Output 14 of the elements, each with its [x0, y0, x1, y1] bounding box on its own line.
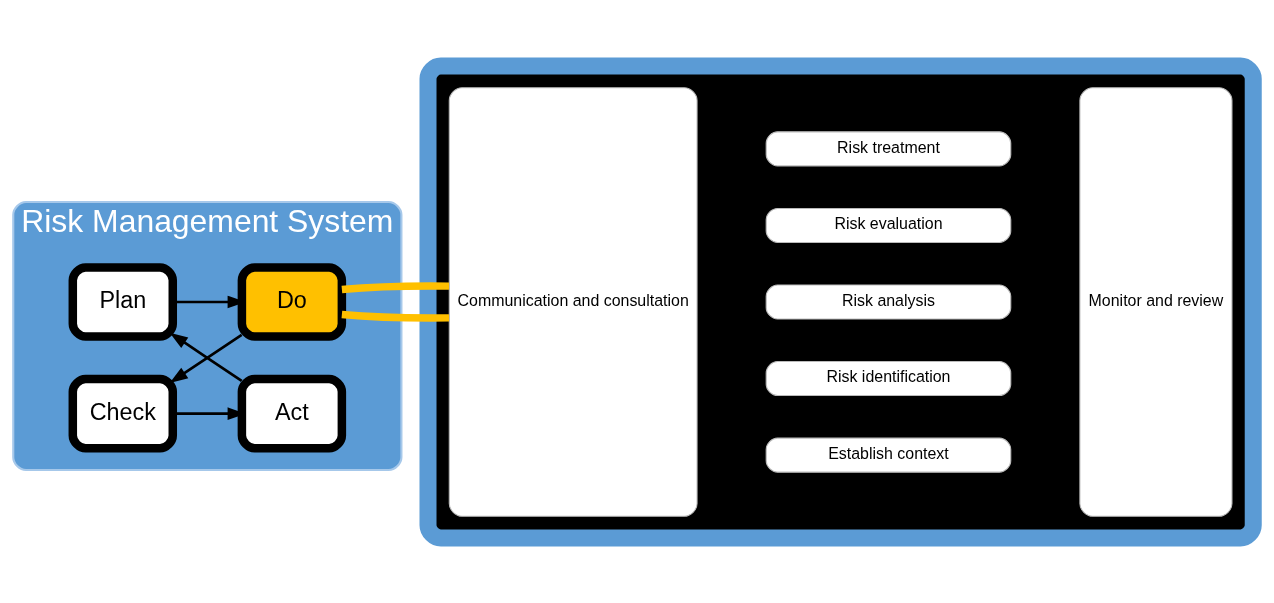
node-box: Risk treatment	[765, 130, 1011, 166]
node-box: Monitor and review	[1078, 86, 1232, 517]
connector	[341, 310, 449, 322]
cluster	[419, 56, 1262, 547]
node-box: Plan	[68, 262, 177, 341]
node-box: Check	[68, 374, 177, 452]
node-box: Do	[237, 262, 346, 341]
node-box: Risk identification	[765, 360, 1011, 396]
node-box: Communication and consultation	[448, 86, 698, 517]
node-box: Act	[237, 374, 346, 452]
node-box: Establish context	[765, 437, 1011, 473]
connector	[341, 281, 449, 293]
node-box: Risk analysis	[765, 283, 1011, 320]
node-box: Risk evaluation	[765, 207, 1011, 243]
